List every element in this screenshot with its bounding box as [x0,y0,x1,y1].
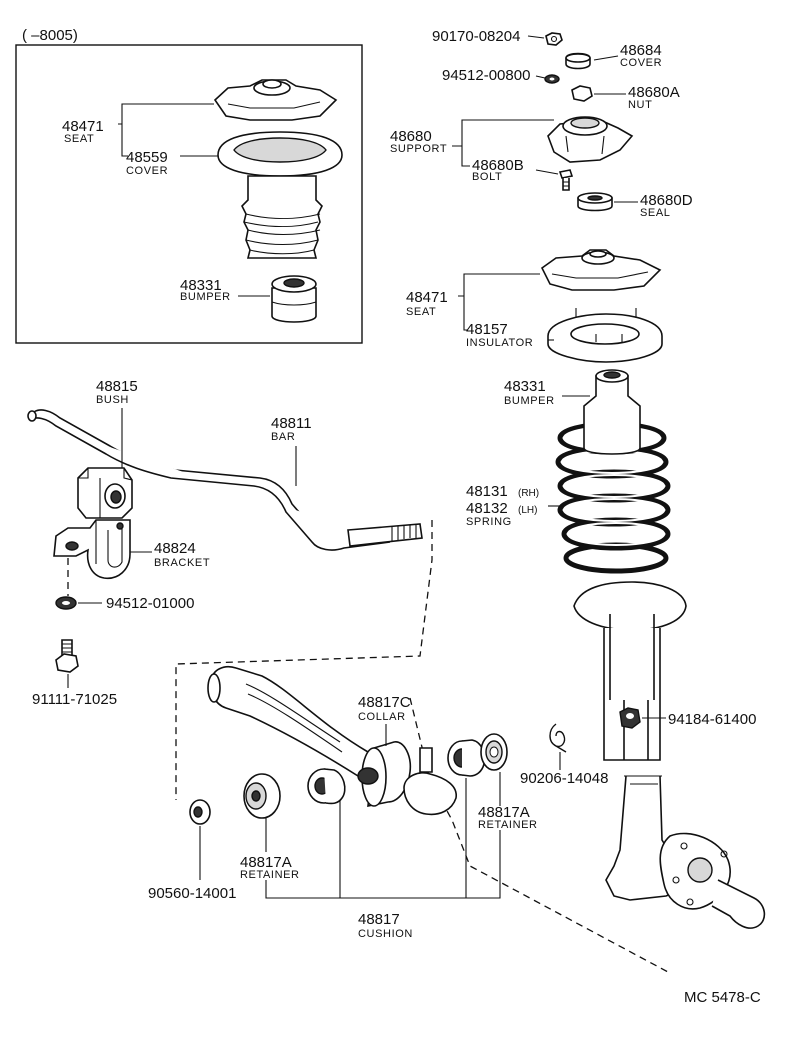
cushion-callout-lines [265,778,501,899]
seal-num: 48680D [640,192,693,209]
seat-lower-num: 48471 [406,289,448,306]
bracket-drawing [53,519,131,579]
footer-code: MC 5478-C [684,989,761,1006]
bumper-upper-num: 48331 [180,277,222,294]
bracket-num: 48824 [154,540,196,557]
spring-num-rh: 48131 [466,483,508,500]
washer-top-drawing [544,74,560,84]
bumper-upper-name: BUMPER [180,291,231,303]
cover-top-num: 48684 [620,42,662,59]
seat-upper-num: 48471 [62,118,104,135]
nut-48680a-num: 48680A [628,84,680,101]
cover-top-drawing [565,52,591,70]
cushion-right-drawing [447,739,486,777]
bumper-lower-name: BUMPER [504,395,555,407]
retainer-right-name: RETAINER [478,819,538,831]
support-num: 48680 [390,128,432,145]
bolt-drawing [558,169,574,191]
nut-top-num: 90170-08204 [432,28,520,45]
bolt-name: BOLT [472,171,502,183]
support-drawing [547,116,634,163]
cushion-name: CUSHION [358,928,413,940]
insulator-name: INSULATOR [466,337,533,349]
nut-48680a-name: NUT [628,99,652,111]
header-range: ( –8005) [22,27,78,44]
guide-line-upper [175,520,433,800]
bumper-lower-drawing [583,369,641,455]
cover-upper-num: 48559 [126,149,168,166]
cushion-left-drawing [307,768,346,805]
seat-upper-drawing [213,79,338,121]
seat-lower-drawing [540,249,662,291]
bolt-bracket-drawing [55,639,79,673]
bumper-upper-drawing [271,275,317,323]
nut-lower-num: 90560-14001 [148,885,236,902]
spring-lh: (LH) [518,505,537,516]
collar-name: COLLAR [358,711,406,723]
guide-line-lower [409,697,669,973]
seat-upper-name: SEAT [64,133,94,145]
collar-num: 48817C [358,694,411,711]
bracket-name: BRACKET [154,557,210,569]
inset-frame [15,44,363,344]
nut-strut-num: 94184-61400 [668,711,756,728]
retainer-right-num: 48817A [478,804,530,821]
retainer-left-drawing [243,773,281,819]
bolt-num: 48680B [472,157,524,174]
spring-rh: (RH) [518,488,539,499]
bar-name: BAR [271,431,295,443]
stud-drawing [403,747,457,816]
cover-upper-drawing [217,131,343,259]
insulator-drawing [547,308,663,363]
spring-name: SPRING [466,516,512,528]
seal-drawing [577,192,613,212]
retainer-left-name: RETAINER [240,869,300,881]
clip-num: 90206-14048 [520,770,608,787]
seal-name: SEAL [640,207,671,219]
spring-num-lh: 48132 [466,500,508,517]
bar-num: 48811 [271,415,312,432]
cover-upper-name: COVER [126,165,168,177]
nut-lower-drawing [189,799,211,825]
clip-drawing [549,723,567,753]
bush-drawing [77,467,133,519]
washer-top-num: 94512-00800 [442,67,530,84]
support-name: SUPPORT [390,143,447,155]
cushion-num: 48817 [358,911,400,928]
bush-num: 48815 [96,378,138,395]
bush-name: BUSH [96,394,129,406]
strut-body-drawing [573,581,766,929]
nut-top-drawing [545,32,563,46]
seat-lower-name: SEAT [406,306,436,318]
washer-bracket-drawing [55,596,77,610]
bumper-lower-num: 48331 [504,378,546,395]
nut-48680a-drawing [571,85,593,102]
retainer-left-num: 48817A [240,854,292,871]
bar-drawing [27,409,423,551]
cover-top-name: COVER [620,57,662,69]
washer-bracket-num: 94512-01000 [106,595,194,612]
collar-drawing [357,741,412,807]
insulator-num: 48157 [466,321,508,338]
nut-strut-drawing [619,707,641,729]
retainer-right-drawing [480,733,508,771]
bolt-bracket-num: 91111-71025 [32,691,117,708]
